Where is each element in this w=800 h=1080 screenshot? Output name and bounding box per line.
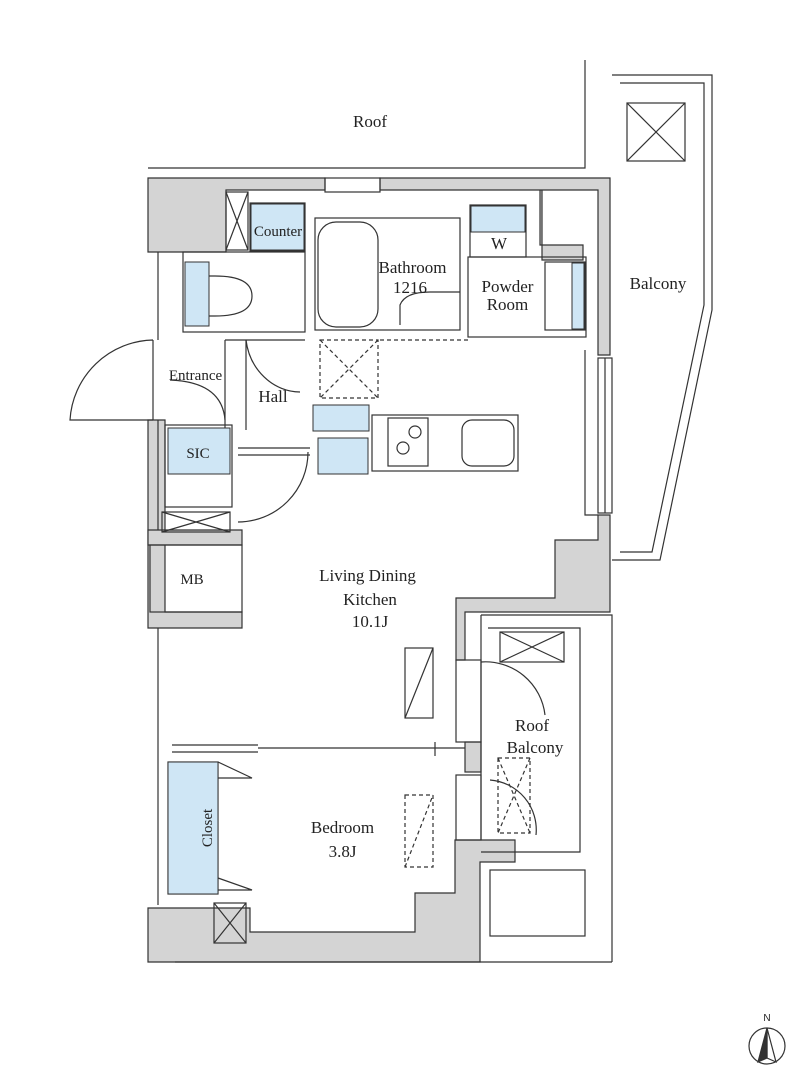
label-bedroom-size: 3.8J xyxy=(328,842,357,861)
balcony-unit-x xyxy=(626,102,686,162)
sic-duct xyxy=(161,511,231,533)
label-bathroom-size: 1216 xyxy=(393,278,427,297)
kitchen-counter xyxy=(371,414,519,472)
toilet-icon xyxy=(192,275,253,317)
kitchen-sink-icon xyxy=(461,419,515,467)
duct-2 xyxy=(319,339,379,399)
toilet-room-counter xyxy=(249,202,306,252)
wall-roof-balcony-divider xyxy=(464,741,482,773)
powder-room xyxy=(467,256,587,338)
hall-lines xyxy=(224,339,305,430)
label-bathroom: Bathroom xyxy=(378,258,447,277)
closet-fixture xyxy=(167,761,219,895)
wall-east-mid xyxy=(455,514,611,661)
bedroom-partition xyxy=(172,742,465,756)
window-north xyxy=(324,177,381,193)
wall-east-line xyxy=(584,350,598,516)
stove-icon xyxy=(387,417,429,467)
label-bedroom: Bedroom xyxy=(310,818,375,837)
compass-icon xyxy=(748,1027,786,1065)
label-powder-2: Room xyxy=(486,295,529,314)
mb xyxy=(149,544,243,613)
bedroom-fixture xyxy=(404,794,434,868)
label-balcony: Balcony xyxy=(629,274,687,293)
duct-1 xyxy=(225,191,249,251)
compass-north-label: N xyxy=(763,1013,771,1024)
label-hall: Hall xyxy=(258,387,288,406)
label-sic: SIC xyxy=(186,446,210,462)
wall-north-east xyxy=(379,177,611,356)
kitchen-cabinet-2 xyxy=(317,437,369,475)
sink-icon xyxy=(544,261,586,331)
sic-fixture xyxy=(167,427,231,475)
roof-balcony-unit xyxy=(499,631,565,663)
counter-fixture xyxy=(250,203,305,251)
roof-balcony-outline xyxy=(480,614,613,962)
roof-boundary xyxy=(148,60,586,169)
sic xyxy=(164,424,233,508)
label-roof-balcony-2: Balcony xyxy=(506,738,564,757)
toilet-sink-fixture xyxy=(184,261,210,327)
hall-door xyxy=(245,339,301,393)
duct-3 xyxy=(213,902,247,944)
balcony-inner xyxy=(620,82,705,553)
bathtub-icon xyxy=(317,221,379,328)
ldk-fixture xyxy=(404,647,434,719)
label-powder-1: Powder xyxy=(481,277,534,296)
kitchen-cabinet-1 xyxy=(312,404,370,432)
label-counter: Counter xyxy=(253,224,303,240)
powder-sink-fixture xyxy=(571,262,585,330)
label-roof-balcony-1: Roof xyxy=(515,716,549,735)
balcony-unit xyxy=(626,102,686,162)
ldk-balcony-door xyxy=(455,659,482,743)
label-ldk-size: 10.1J xyxy=(351,612,389,631)
label-entrance: Entrance xyxy=(168,368,223,384)
label-closet: Closet xyxy=(200,808,216,848)
label-ldk-1: Living Dining xyxy=(319,566,416,585)
washer-icon xyxy=(469,204,527,258)
label-mb: MB xyxy=(180,572,204,588)
entrance-door xyxy=(69,339,154,421)
label-roof: Roof xyxy=(353,112,387,131)
label-ldk-2: Kitchen xyxy=(343,590,397,609)
label-washer: W xyxy=(490,234,508,253)
bathroom xyxy=(314,217,461,331)
roof-balcony-planter xyxy=(489,869,586,937)
bedroom-balcony-door xyxy=(455,774,482,841)
washer-fixture xyxy=(470,205,526,233)
ldk-door xyxy=(237,447,310,523)
balcony-outline xyxy=(612,74,713,561)
toilet-room xyxy=(182,251,306,333)
